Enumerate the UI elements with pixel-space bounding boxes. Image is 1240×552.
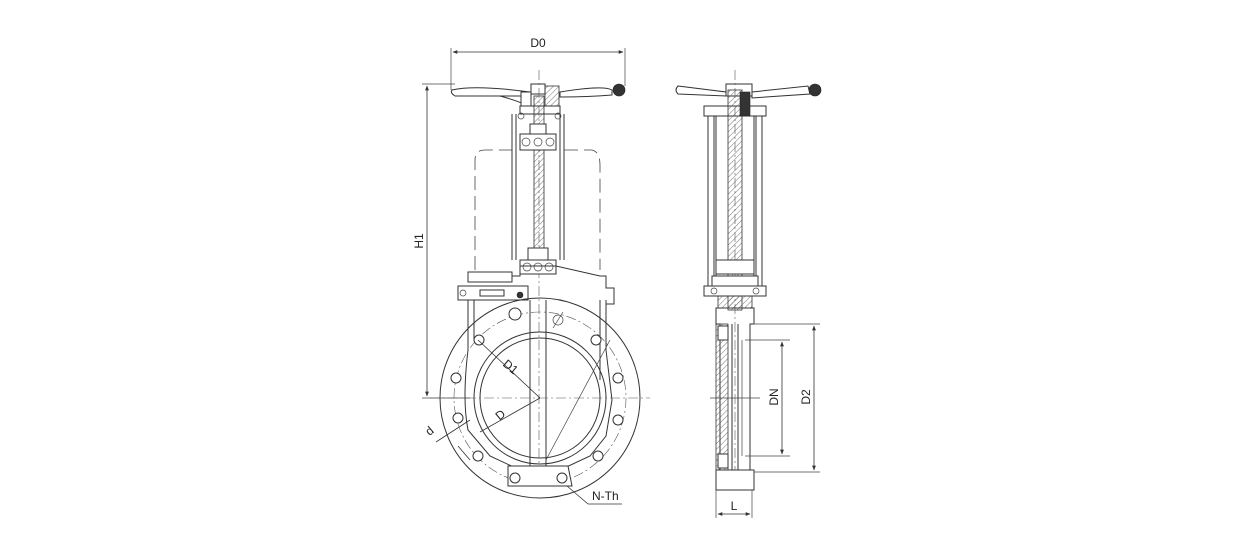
diameter-symbol	[552, 311, 564, 329]
stem-connector-upper	[519, 123, 557, 151]
label-h1: H1	[412, 233, 426, 249]
bolt-holes-front	[450, 307, 624, 486]
side-view: DN D2 L	[675, 70, 822, 518]
bonnet-front	[457, 265, 615, 305]
bottom-boss-front	[507, 465, 573, 487]
valve-body-front	[464, 300, 613, 471]
dimension-d2: D2	[754, 323, 820, 473]
dimension-d0: D0	[450, 36, 626, 90]
dimension-l: L	[715, 490, 753, 518]
bonnet-side	[703, 259, 767, 309]
label-n-th: N-Th	[592, 489, 619, 503]
dimension-dn: DN	[745, 339, 790, 457]
label-d0: D0	[530, 36, 546, 50]
cover-dashed	[474, 149, 601, 270]
label-d2: D2	[799, 389, 813, 405]
label-small-d: d	[422, 423, 436, 438]
label-d1: D1	[500, 357, 521, 378]
yoke-front	[511, 70, 565, 470]
label-l: L	[731, 499, 738, 513]
stem-connector-lower	[519, 247, 557, 275]
yoke-side	[703, 70, 767, 480]
front-view: D0 H1	[412, 36, 650, 505]
label-dn: DN	[767, 388, 781, 405]
dimension-h1: H1	[412, 83, 470, 399]
label-d: D	[493, 407, 509, 424]
